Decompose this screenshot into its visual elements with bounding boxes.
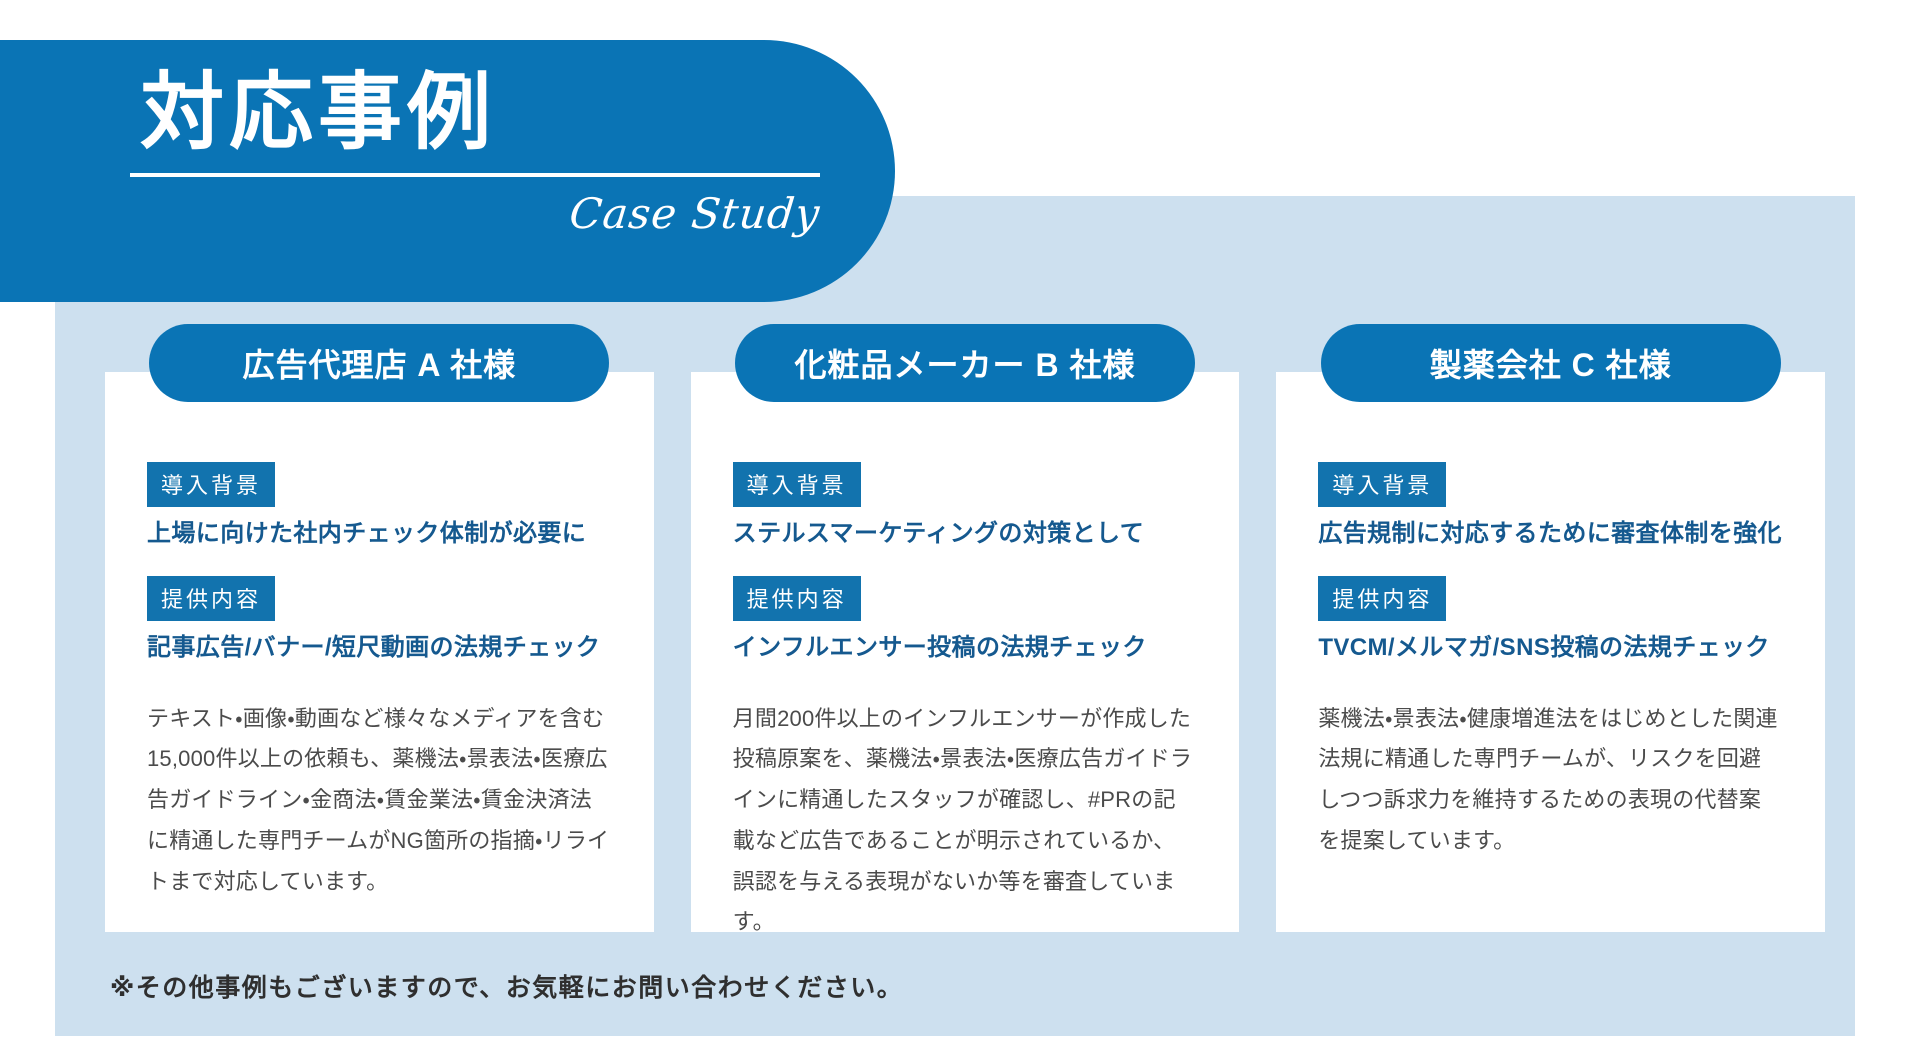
case-card-b: 化粧品メーカー B 社様 導入背景 ステルスマーケティングの対策として 提供内容… [690,324,1240,934]
offering-tag: 提供内容 [1318,576,1447,622]
offering-tag: 提供内容 [732,576,861,622]
title-divider [130,173,820,177]
background-tag: 導入背景 [1318,462,1447,507]
header-inner: 対応事例 Case Study [130,60,823,238]
offering-lead: TVCM/メルマガ/SNS投稿の法規チェック [1318,634,1770,662]
case-card-a: 広告代理店 A 社様 導入背景 上場に向けた社内チェック体制が必要に 提供内容 … [105,324,654,932]
header-banner: 対応事例 Case Study [0,40,895,302]
page-title: 対応事例 [140,65,497,159]
offering-lead: 記事広告/バナー/短尺動画の法規チェック [147,634,601,662]
case-card-title: 化粧品メーカー B 社様 [735,324,1195,402]
case-card-c: 製薬会社 C 社様 導入背景 広告規制に対応するために審査体制を強化 提供内容 … [1276,324,1826,932]
page-subtitle: Case Study [567,189,823,238]
footer-note: ※その他事例もございますので、お気軽にお問い合わせください。 [110,974,904,1002]
background-lead: 広告規制に対応するために審査体制を強化 [1318,520,1782,547]
case-card-title: 広告代理店 A 社様 [149,324,610,402]
background-tag: 導入背景 [147,462,276,507]
case-card-title: 製薬会社 C 社様 [1320,324,1781,402]
background-tag: 導入背景 [732,462,861,507]
offering-lead: インフルエンサー投稿の法規チェック [732,634,1147,662]
case-card-list: 広告代理店 A 社様 導入背景 上場に向けた社内チェック体制が必要に 提供内容 … [105,324,1826,934]
offering-tag: 提供内容 [147,576,276,622]
case-body-text: 薬機法・景表法・健康増進法をはじめとした関連法規に精通した専門チームが、リスクを… [1318,705,1778,853]
background-lead: ステルスマーケティングの対策として [732,520,1145,547]
case-body-text: 月間200件以上のインフルエンサーが作成した投稿原案を、薬機法・景表法・医療広告… [732,705,1193,935]
case-body-text: テキスト・画像・動画など様々なメディアを含む15,000件以上の依頼も、薬機法・… [147,705,610,894]
background-lead: 上場に向けた社内チェック体制が必要に [147,520,587,547]
